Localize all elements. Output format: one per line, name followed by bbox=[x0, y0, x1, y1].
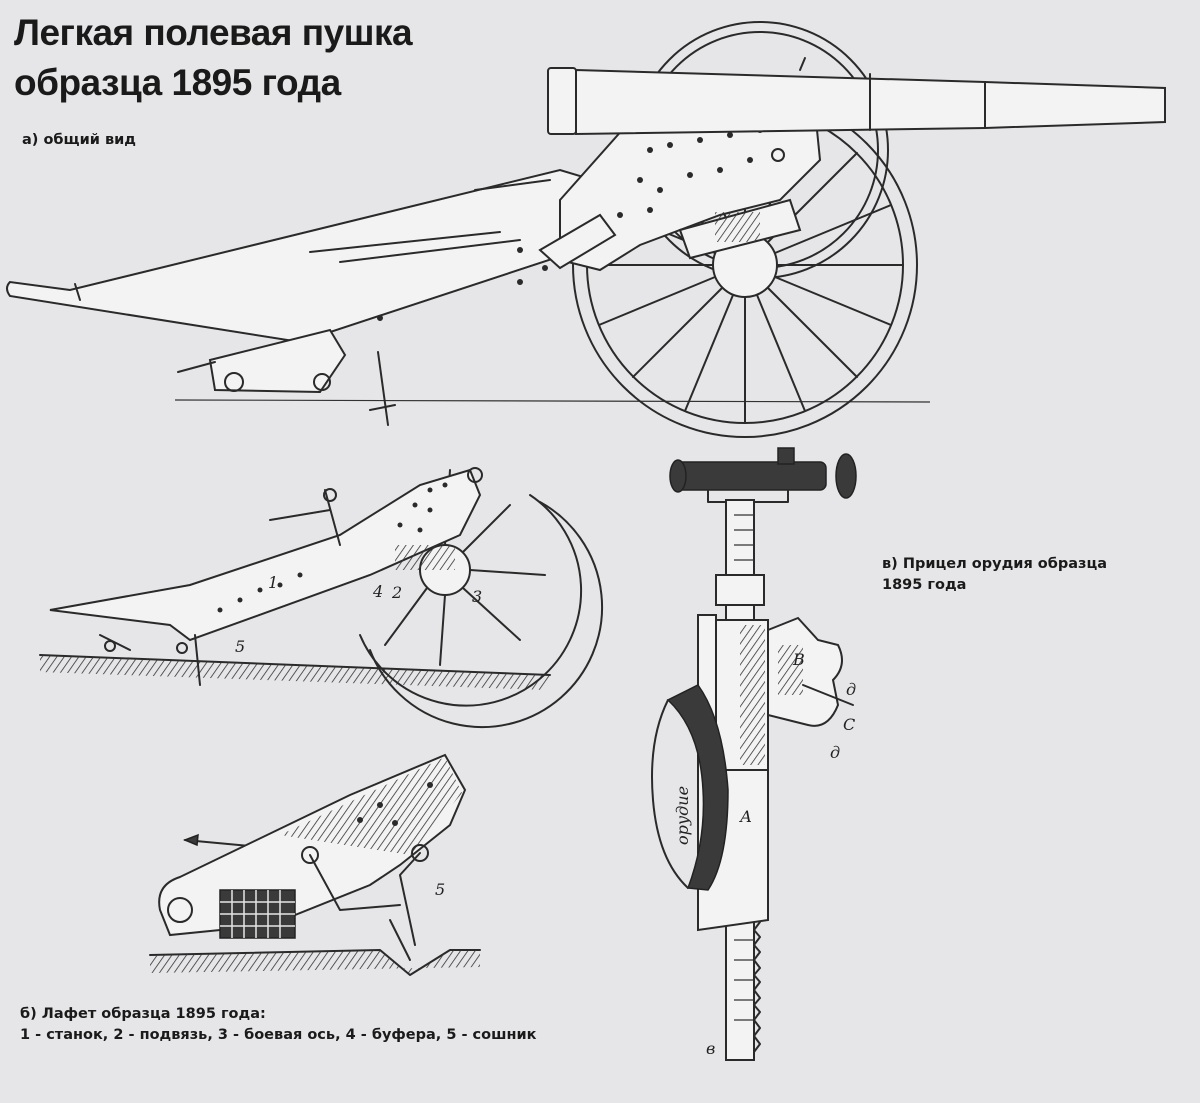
sight-letter-a: А bbox=[739, 807, 752, 826]
sight-scope bbox=[669, 447, 857, 503]
part-number-3: 3 bbox=[472, 587, 482, 606]
general-view-label: а) общий вид bbox=[22, 132, 136, 148]
carriage-caption-title: б) Лафет образца 1895 года: bbox=[20, 1006, 266, 1022]
part-number-4: 4 bbox=[372, 582, 383, 601]
carriage-trail bbox=[49, 467, 483, 686]
part-number-1: 1 bbox=[268, 573, 278, 592]
page-title: Легкая полевая пушка образца 1895 года bbox=[14, 12, 413, 103]
carriage-cheek bbox=[377, 84, 822, 321]
spade-detail-drawing: 5 bbox=[149, 753, 481, 976]
sight-word-orudie: орудие bbox=[673, 786, 692, 845]
sight-bracket bbox=[651, 574, 854, 932]
gun-barrel bbox=[547, 57, 1166, 136]
sight-letter-b-bottom: в bbox=[706, 1039, 715, 1058]
sight-drawing: В д С д А в орудие bbox=[651, 447, 857, 1061]
carriage-side-drawing: 1 2 3 4 5 bbox=[39, 467, 604, 729]
sight-letter-b-top: В bbox=[792, 650, 805, 669]
gun-general-view-drawing bbox=[6, 21, 1166, 438]
part-number-5: 5 bbox=[235, 637, 245, 656]
spade-detail-number-5: 5 bbox=[435, 880, 445, 899]
sight-letter-d-bottom: д bbox=[830, 743, 840, 762]
carriage-caption-legend: 1 - станок, 2 - подвязь, 3 - боевая ось,… bbox=[20, 1027, 537, 1043]
carriage-caption: б) Лафет образца 1895 года: 1 - станок, … bbox=[20, 1004, 537, 1046]
sight-letter-s: С bbox=[843, 715, 855, 734]
ground-line bbox=[174, 399, 931, 403]
part-number-2: 2 bbox=[391, 583, 402, 602]
carriage-ground-hatching bbox=[40, 655, 550, 690]
sight-letter-d-top: д bbox=[846, 680, 856, 699]
sight-label: в) Прицел орудия образца 1895 года bbox=[882, 556, 1108, 593]
